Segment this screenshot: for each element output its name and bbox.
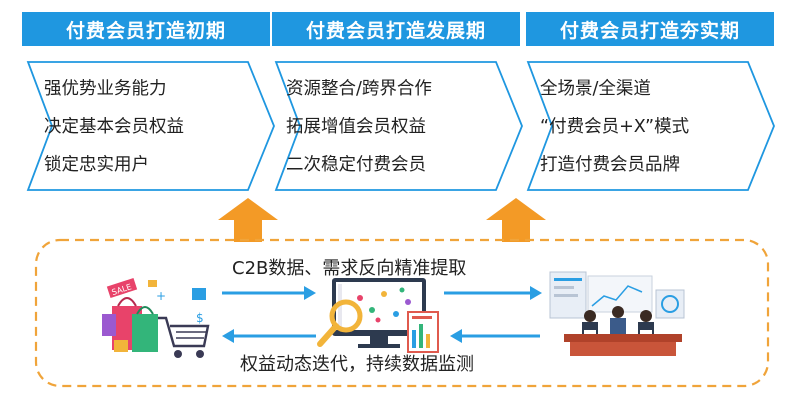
phase-2-item: 资源整合/跨界合作 [286, 79, 432, 99]
phase-2-item: 拓展增值会员权益 [286, 117, 426, 137]
up-arrow-icon [218, 198, 278, 242]
phase-3-item: 打造付费会员品牌 [540, 155, 680, 175]
right-arrow-icon [444, 286, 542, 300]
phase-1-item: 决定基本会员权益 [44, 117, 184, 137]
flow-top-label: C2B数据、需求反向精准提取 [232, 258, 467, 279]
left-arrow-icon [450, 329, 540, 343]
phase-2-chevron: 资源整合/跨界合作 拓展增值会员权益 二次稳定付费会员 [274, 60, 524, 192]
up-arrow-icon [486, 198, 546, 242]
svg-text:+: + [156, 289, 166, 303]
phase-3-chevron: 全场景/全渠道 “付费会员+X”模式 打造付费会员品牌 [526, 60, 776, 192]
phase-1-chevron: 强优势业务能力 决定基本会员权益 锁定忠实用户 [26, 60, 276, 192]
svg-text:$: $ [196, 311, 204, 325]
phase-3-item: “付费会员+X”模式 [540, 117, 690, 137]
phase-1-header: 付费会员打造初期 [22, 12, 270, 46]
right-arrow-icon [222, 286, 316, 300]
shopping-cart-sale-icon: SALE + $ [102, 277, 210, 358]
phase-2-header: 付费会员打造发展期 [272, 12, 520, 46]
phase-1-item: 强优势业务能力 [44, 79, 167, 99]
phase-2-item: 二次稳定付费会员 [286, 155, 426, 175]
left-arrow-icon [222, 329, 316, 343]
flow-bottom-label: 权益动态迭代，持续数据监测 [240, 354, 474, 375]
business-meeting-icon [549, 271, 685, 356]
phase-3-item: 全场景/全渠道 [540, 79, 651, 99]
phase-3-header: 付费会员打造夯实期 [526, 12, 774, 46]
data-analysis-monitor-icon [317, 278, 439, 353]
phase-1-item: 锁定忠实用户 [44, 155, 149, 175]
